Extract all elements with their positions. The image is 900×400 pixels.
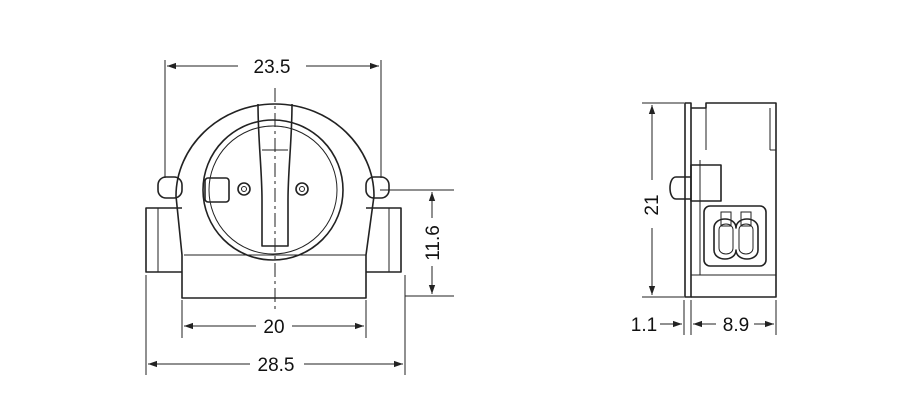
right-wing [366,207,402,273]
back-plate [684,102,692,298]
left-pin [157,176,183,199]
dim-side-height: 21 [642,194,663,215]
dim-wall: 1.1 [631,315,657,336]
left-wing [145,207,182,273]
socket-body [175,103,375,299]
latch-block [204,177,230,203]
right-pin [365,176,390,199]
contact-hole-right [295,182,309,196]
rotor-disc [202,119,344,261]
dim-top-width: 23.5 [254,57,291,78]
side-view: 21 1.1 8.9 [631,102,777,336]
dim-overall-width: 28.5 [258,355,295,376]
side-body [691,102,777,298]
dim-height: 11.6 [423,225,444,261]
front-view: 23.5 11.6 20 28.5 [145,57,454,376]
contact-hole-left [237,182,251,196]
dim-base-width: 20 [263,317,284,338]
contact-module [703,205,767,267]
pin-housing [690,164,722,202]
side-pin [669,176,691,200]
dim-depth: 8.9 [723,315,749,336]
